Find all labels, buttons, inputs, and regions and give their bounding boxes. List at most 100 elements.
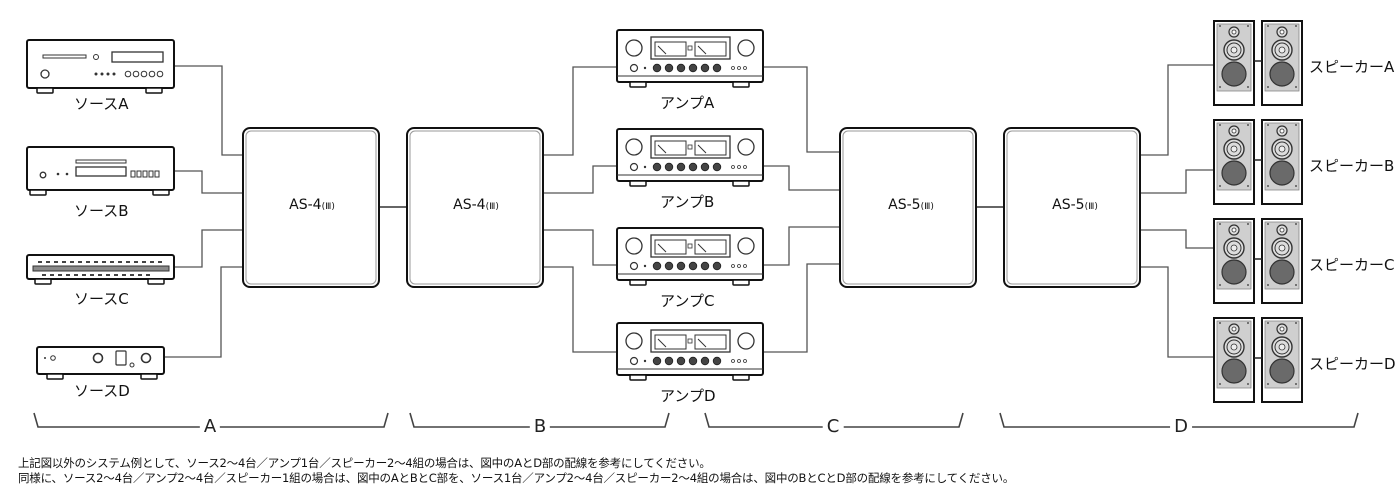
screw — [1219, 284, 1221, 286]
foot — [732, 374, 750, 381]
chassis — [36, 346, 165, 375]
midrange-cap — [1278, 244, 1286, 252]
screw — [1267, 383, 1269, 385]
button — [148, 170, 154, 178]
source-b-sacd-player-icon — [26, 146, 175, 196]
speaker-pair-c-icon — [1213, 218, 1303, 304]
midrange-ring — [1226, 141, 1242, 157]
needle — [657, 243, 667, 253]
foot — [629, 180, 647, 187]
selector-knob — [737, 332, 755, 350]
button — [731, 359, 735, 363]
led — [106, 72, 110, 76]
hub-inner-border — [409, 130, 541, 285]
speaker-label-b: スピーカーB — [1309, 157, 1395, 175]
wire-hub2-amp-d — [543, 266, 617, 353]
midrange-cap — [1278, 46, 1286, 54]
indicator — [70, 261, 74, 263]
control-knob — [700, 63, 710, 73]
speaker-pair-a-icon — [1213, 20, 1303, 106]
control-knob — [712, 162, 722, 172]
hub-suffix: (Ⅲ) — [1084, 202, 1098, 212]
indicator — [687, 45, 693, 51]
screw — [1247, 223, 1249, 225]
control-knob — [664, 63, 674, 73]
screw — [1295, 284, 1297, 286]
wire-amp-d-hub3 — [763, 263, 840, 353]
vu-meter-left — [654, 239, 687, 255]
screw — [1219, 383, 1221, 385]
hub-body — [406, 127, 544, 288]
indicator — [118, 261, 122, 263]
screw — [1295, 124, 1297, 126]
button — [737, 264, 741, 268]
indicator — [134, 261, 138, 263]
hub-body — [1003, 127, 1141, 288]
indicator — [50, 274, 54, 276]
screw — [1267, 185, 1269, 187]
woofer — [1269, 160, 1295, 186]
control-knob — [676, 162, 686, 172]
button — [731, 264, 735, 268]
amp-d-icon — [616, 322, 764, 381]
button — [148, 70, 156, 78]
screw — [1267, 322, 1269, 324]
tuning-strip — [32, 265, 170, 272]
indicator — [54, 261, 58, 263]
needle — [657, 45, 667, 55]
hub-label-3: AS-5(Ⅲ) — [888, 197, 934, 213]
screw — [1267, 86, 1269, 88]
headphone-jack — [629, 261, 639, 271]
wire-source-b — [174, 170, 243, 194]
disc-tray — [75, 159, 127, 164]
indicator — [66, 274, 70, 276]
tweeter-dome — [1279, 128, 1285, 134]
wire-hub2-amp-b — [543, 165, 617, 194]
screw — [1267, 25, 1269, 27]
indicator — [38, 261, 42, 263]
indicator — [74, 274, 78, 276]
button — [737, 165, 741, 169]
midrange-ring — [1226, 339, 1242, 355]
needle — [657, 144, 667, 154]
display — [75, 166, 127, 177]
screw — [1295, 25, 1297, 27]
screw — [1295, 322, 1297, 324]
control-knob — [676, 63, 686, 73]
needle — [697, 338, 707, 348]
control-knob — [664, 261, 674, 271]
indicator — [687, 338, 693, 344]
button — [130, 170, 136, 178]
button — [743, 359, 747, 363]
section-label-d: D — [1170, 416, 1192, 437]
button — [156, 70, 164, 78]
foot — [36, 87, 54, 94]
indicator — [78, 261, 82, 263]
amp-a-icon — [616, 29, 764, 88]
wire-amp-b-hub3 — [763, 165, 840, 191]
power-knob — [39, 171, 47, 179]
control-knob — [652, 356, 662, 366]
screw — [1247, 25, 1249, 27]
indicator — [126, 261, 130, 263]
button — [124, 70, 132, 78]
button — [737, 66, 741, 70]
woofer — [1269, 61, 1295, 87]
volume-knob — [625, 39, 643, 57]
foot — [629, 279, 647, 286]
wires — [33, 64, 1359, 428]
button — [743, 165, 747, 169]
amp-c-icon — [616, 227, 764, 286]
vu-meter-left — [654, 140, 687, 156]
control-knob — [712, 261, 722, 271]
control-knob — [664, 356, 674, 366]
hub-inner-border — [245, 130, 377, 285]
woofer — [1269, 259, 1295, 285]
source-label-c: ソースC — [74, 290, 129, 308]
control-knob — [676, 261, 686, 271]
foot — [732, 81, 750, 88]
vu-meter-right — [694, 140, 727, 156]
control-knob — [712, 63, 722, 73]
indicator — [142, 261, 146, 263]
screw — [1247, 86, 1249, 88]
